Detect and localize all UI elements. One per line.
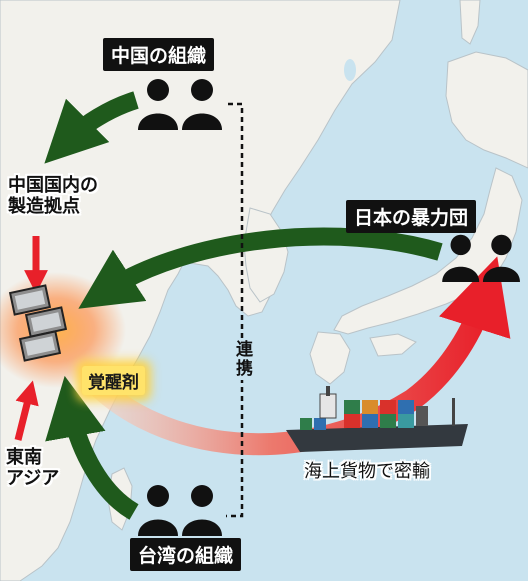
china-org-label: 中国の組織 xyxy=(103,38,215,71)
smuggling-arrow xyxy=(84,256,511,456)
china-base-label: 中国国内の 製造拠点 xyxy=(8,175,98,217)
china-org-arrow xyxy=(44,91,139,164)
japan-yakuza-label: 日本の暴力団 xyxy=(346,200,477,233)
taiwan-org-label: 台湾の組織 xyxy=(130,538,242,571)
drug-package-icon xyxy=(8,284,68,362)
japan-yakuza-arrow xyxy=(78,227,443,309)
shikoku xyxy=(369,333,417,357)
hokkaido xyxy=(445,51,528,169)
people-pair-icon xyxy=(442,234,520,282)
people-pair-icon xyxy=(138,485,222,536)
collaboration-label: 連携 xyxy=(230,338,255,380)
sakhalin xyxy=(459,0,481,45)
drug-label: 覚醒剤 xyxy=(82,366,145,395)
china-base-line1: 中国国内の xyxy=(8,175,98,196)
container-ship-icon xyxy=(286,386,468,452)
southeast-asia-line1: 東南 xyxy=(6,447,42,468)
lake xyxy=(344,59,356,81)
smuggling-label: 海上貨物で密輸 xyxy=(304,461,430,482)
kyushu xyxy=(309,331,351,385)
collaboration-line xyxy=(226,102,244,518)
taiwan-org-arrow xyxy=(45,375,139,520)
people-pair-icon xyxy=(138,79,222,130)
china-base-line2: 製造拠点 xyxy=(8,195,80,217)
southeast-asia-label: 東南 アジア xyxy=(6,447,60,489)
southeast-asia-line2: アジア xyxy=(6,467,60,489)
southeast-asia-arrow xyxy=(14,380,39,441)
